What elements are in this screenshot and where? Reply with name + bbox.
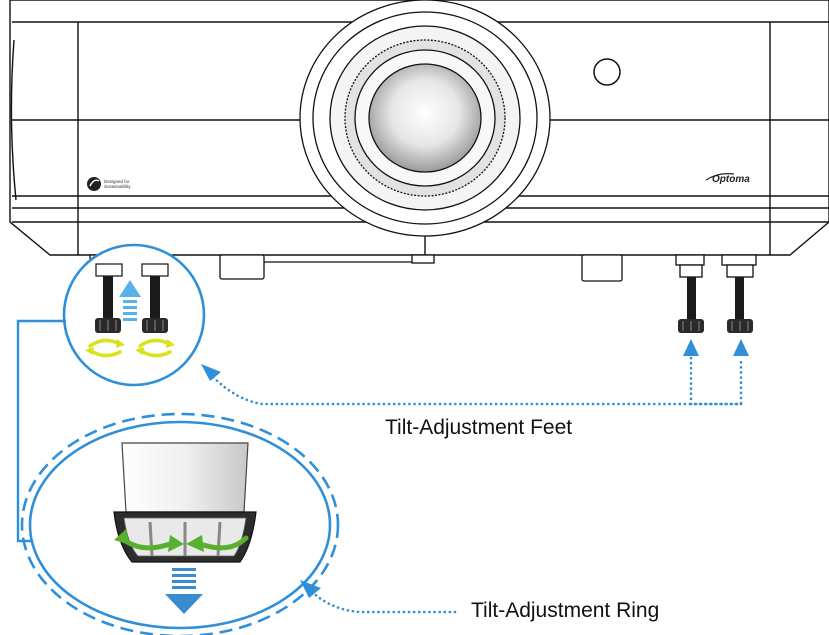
ring-rotate-arrowheads [114,529,204,552]
right-foot-right [726,264,754,333]
ring-callout-leader [310,590,457,614]
arrow-left-icon [300,580,321,598]
arrow-up-icon [683,339,699,356]
arrow-left-icon [201,364,221,381]
power-button [593,58,621,86]
ring-magnifier [20,412,340,635]
label-tilt-adjustment-feet: Tilt-Adjustment Feet [385,416,573,439]
sustainability-badge-icon [87,177,101,191]
arrow-up-icon [733,339,749,356]
right-foot-left [678,264,704,333]
extend-up-arrow-icon [119,280,141,321]
lens-assembly [299,0,551,237]
sustainability-badge-text: Designed for Sustainability [104,179,131,189]
magnifier-connector [16,319,66,543]
retract-down-arrow-icon [165,568,203,614]
rotate-arrowheads [85,339,175,355]
label-tilt-adjustment-ring: Tilt-Adjustment Ring [471,599,660,622]
optoma-logo: Optoma [712,174,750,185]
optoma-logo-swoosh [705,173,735,181]
feet-callout-leader [210,356,743,406]
